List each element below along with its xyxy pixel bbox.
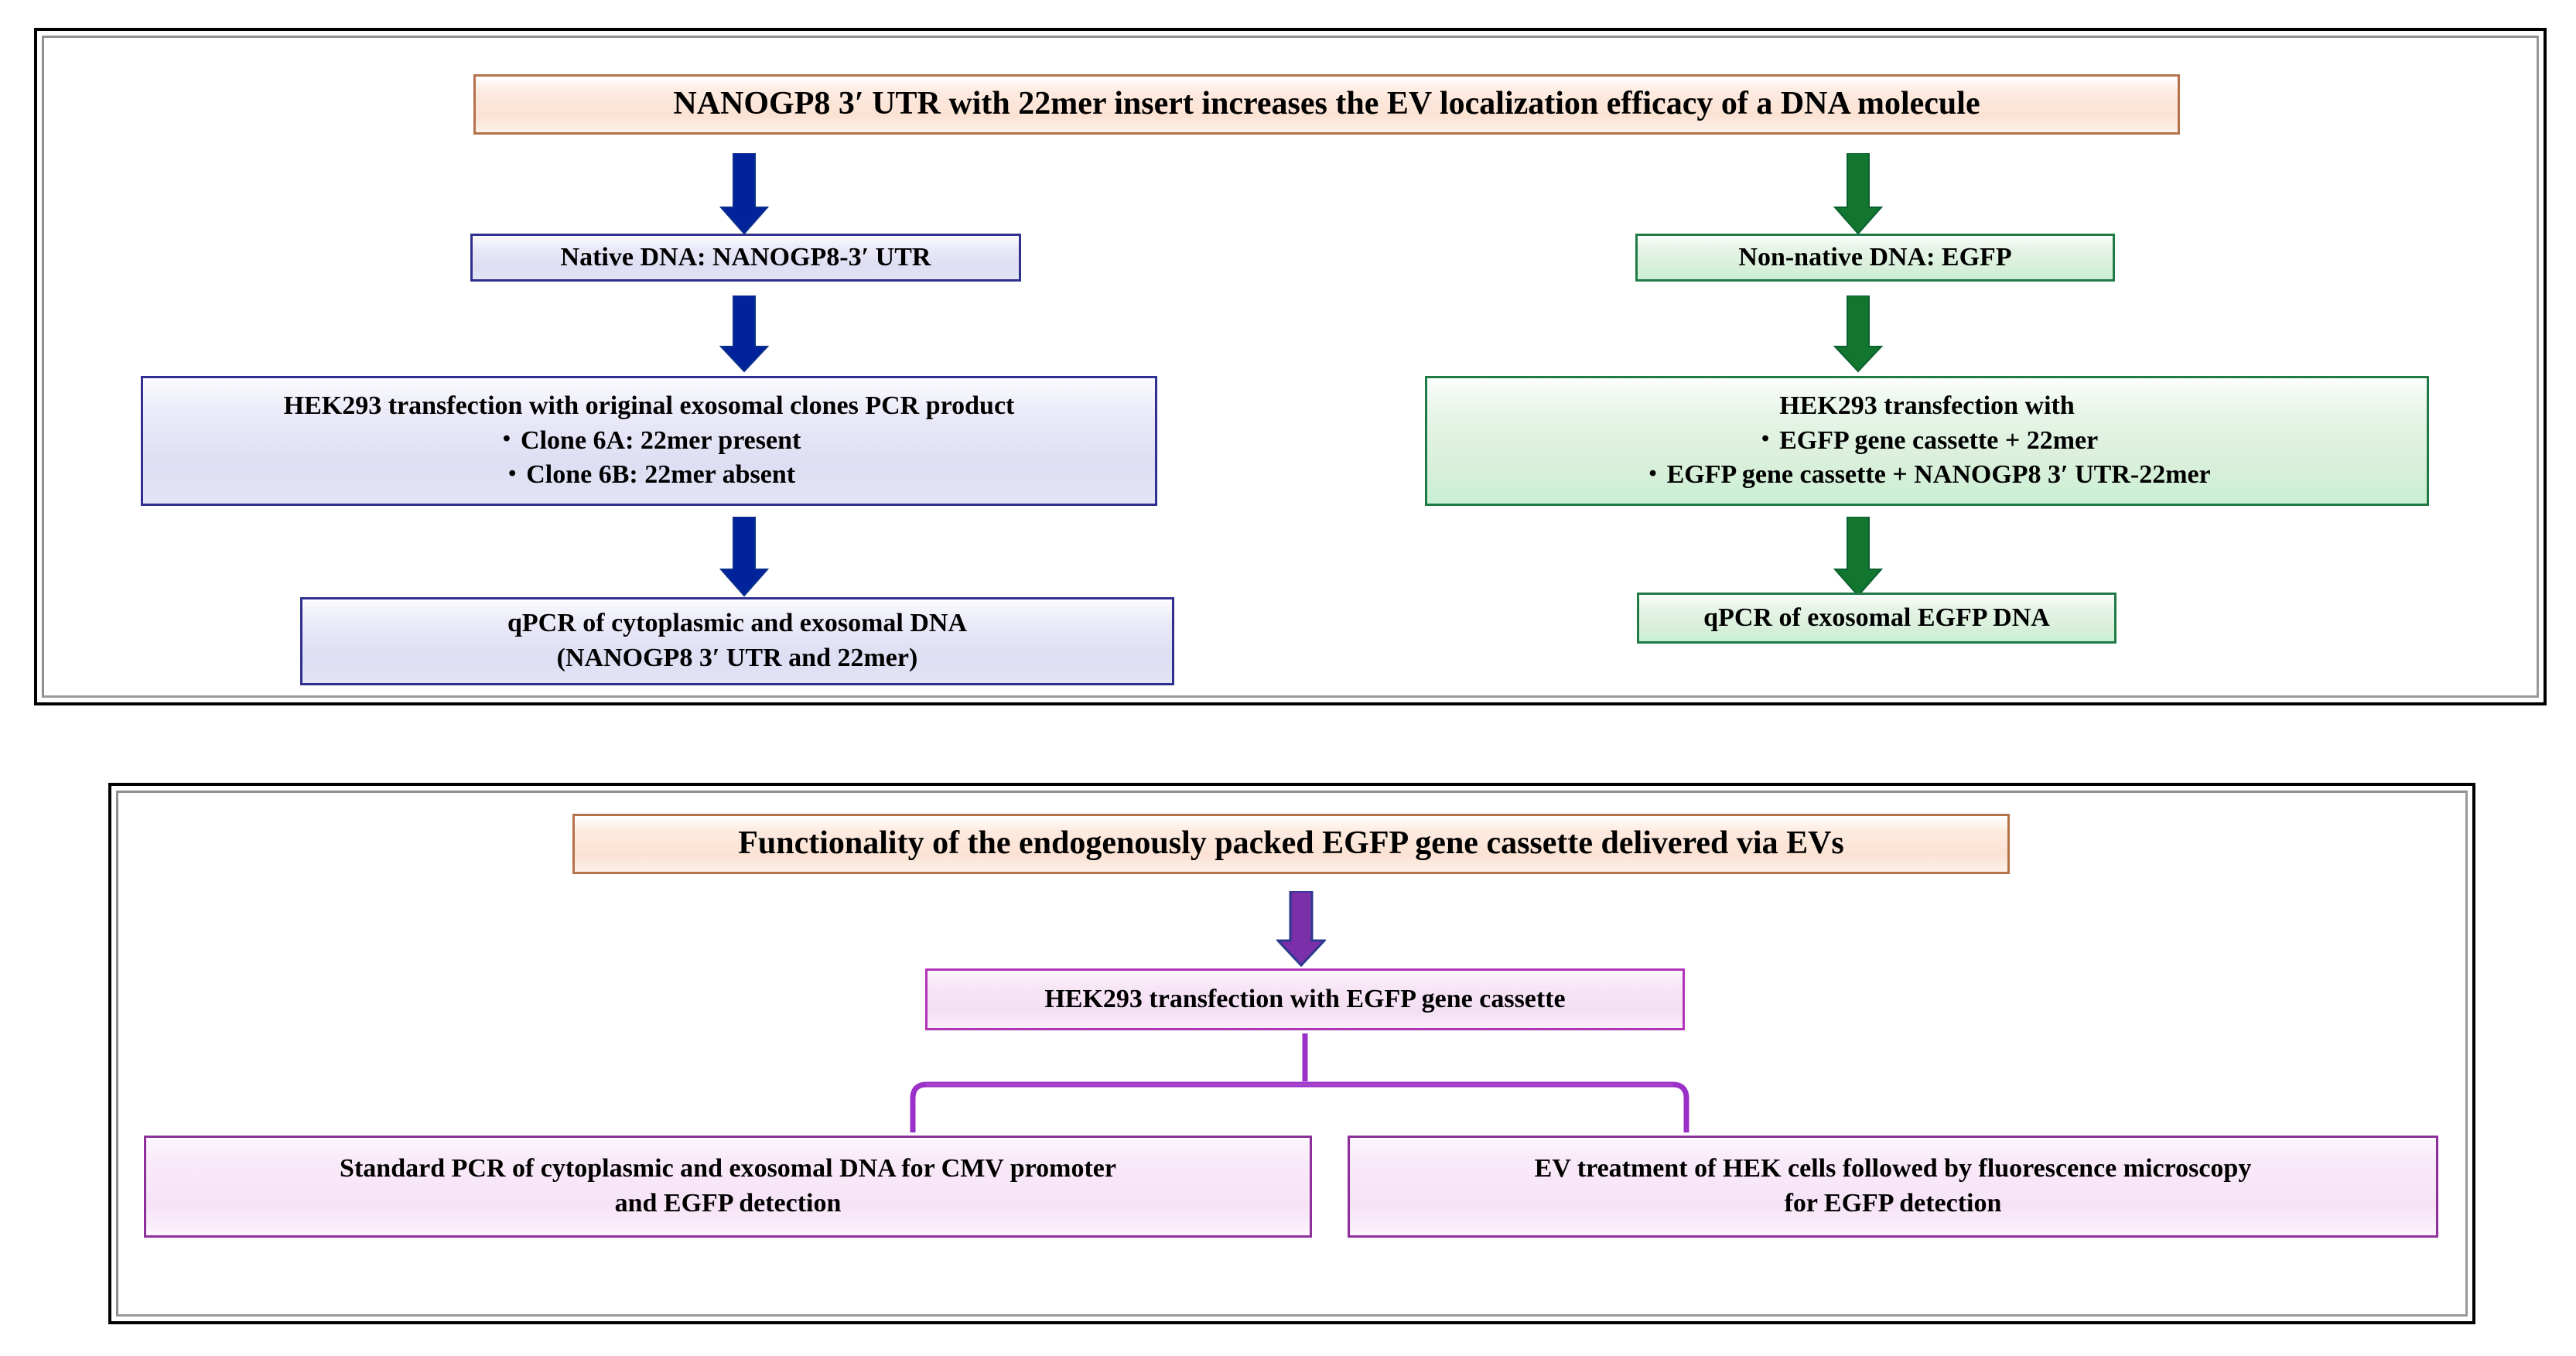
node-qpcr-cyto-exo: qPCR of cytoplasmic and exosomal DNA (NA…	[300, 597, 1174, 685]
panel-two-title-text: Functionality of the endogenously packed…	[738, 825, 1844, 862]
node-qpcr-cyto-exo-line-1: qPCR of cytoplasmic and exosomal DNA	[507, 609, 968, 638]
arrow-title-to-non-native-dna	[1833, 153, 1883, 235]
bullet-clone-6a: Clone 6A: 22mer present	[497, 424, 801, 459]
node-hek-original-clones: HEK293 transfection with original exosom…	[141, 376, 1157, 506]
node-hek-transfection-egfp-label: HEK293 transfection with EGFP gene casse…	[1044, 984, 1566, 1013]
node-ev-treatment-line-2: for EGFP detection	[1784, 1189, 2002, 1218]
bullet-egfp-nanogp8-utr-22mer: EGFP gene cassette + NANOGP8 3′ UTR-22me…	[1643, 458, 2211, 493]
panel-two-title-box: Functionality of the endogenously packed…	[572, 814, 2010, 874]
node-qpcr-exosomal-egfp: qPCR of exosomal EGFP DNA	[1637, 593, 2116, 644]
node-hek-original-clones-heading: HEK293 transfection with original exosom…	[283, 391, 1015, 420]
node-qpcr-cyto-exo-line-2: (NANOGP8 3′ UTR and 22mer)	[556, 644, 918, 672]
node-ev-treatment-outcome: EV treatment of HEK cells followed by fl…	[1348, 1136, 2438, 1238]
arrow-hek-to-qpcr-cyto	[719, 517, 769, 597]
arrow-title-to-hek-transfection	[1276, 891, 1326, 967]
panel-one-title-box: NANOGP8 3′ UTR with 22mer insert increas…	[473, 74, 2180, 135]
panel-one-inner-frame	[42, 36, 2539, 698]
node-hek-egfp-cassette-bullets: EGFP gene cassette + 22mer EGFP gene cas…	[1643, 424, 2211, 494]
node-hek-original-clones-bullets: Clone 6A: 22mer present Clone 6B: 22mer …	[497, 424, 801, 494]
node-ev-treatment-line-1: EV treatment of HEK cells followed by fl…	[1534, 1154, 2252, 1184]
arrow-title-to-native-dna	[719, 153, 769, 235]
node-native-dna: Native DNA: NANOGP8-3′ UTR	[470, 234, 1021, 282]
arrow-hek-egfp-to-qpcr	[1833, 517, 1883, 597]
node-non-native-dna-label: Non-native DNA: EGFP	[1738, 242, 2012, 272]
node-standard-pcr-outcome: Standard PCR of cytoplasmic and exosomal…	[144, 1136, 1312, 1238]
bracket-split-connector	[835, 1033, 1764, 1132]
node-hek-transfection-egfp: HEK293 transfection with EGFP gene casse…	[925, 968, 1685, 1030]
arrow-non-native-dna-to-hek	[1833, 295, 1883, 373]
node-native-dna-label: Native DNA: NANOGP8-3′ UTR	[560, 242, 931, 272]
node-qpcr-exosomal-egfp-label: qPCR of exosomal EGFP DNA	[1703, 603, 2050, 632]
bullet-clone-6b: Clone 6B: 22mer absent	[497, 458, 801, 493]
node-standard-pcr-line-2: and EGFP detection	[614, 1189, 842, 1218]
node-hek-egfp-cassette: HEK293 transfection with EGFP gene casse…	[1425, 376, 2429, 506]
node-hek-egfp-cassette-heading: HEK293 transfection with	[1779, 391, 2075, 420]
node-standard-pcr-line-1: Standard PCR of cytoplasmic and exosomal…	[340, 1154, 1116, 1184]
panel-one-title-text: NANOGP8 3′ UTR with 22mer insert increas…	[673, 86, 1980, 122]
panel-experiment-one	[34, 28, 2547, 705]
arrow-native-dna-to-hek	[719, 295, 769, 373]
bullet-egfp-22mer: EGFP gene cassette + 22mer	[1643, 424, 2211, 459]
node-non-native-dna: Non-native DNA: EGFP	[1635, 234, 2115, 282]
